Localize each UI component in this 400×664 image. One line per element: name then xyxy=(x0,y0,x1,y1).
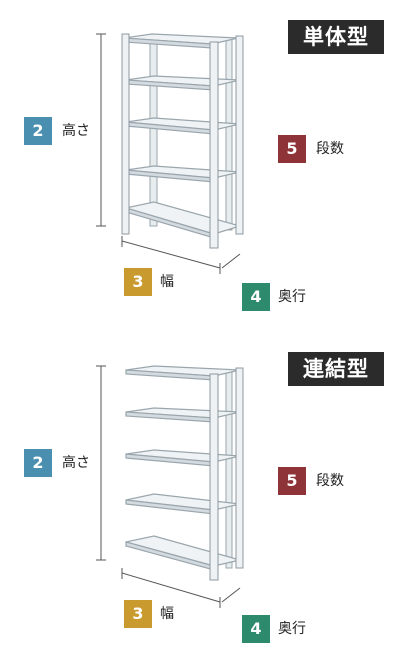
single-unit-panel: 単体型 2 高さ 5 段数 3 幅 4 奥行 xyxy=(24,20,384,311)
width-badge: 3 xyxy=(124,600,152,628)
depth-label: 奥行 xyxy=(278,289,306,305)
depth-badge: 4 xyxy=(242,615,270,643)
height-label: 高さ xyxy=(62,123,90,139)
width-badge: 3 xyxy=(124,268,152,296)
shelf-levels xyxy=(125,365,241,571)
levels-label: 段数 xyxy=(316,141,344,157)
height-label: 高さ xyxy=(62,455,90,471)
depth-badge: 4 xyxy=(242,283,270,311)
width-dimension-line xyxy=(121,572,221,603)
levels-badge: 5 xyxy=(278,135,306,163)
depth-dimension-line xyxy=(221,587,241,603)
height-badge: 2 xyxy=(24,449,52,477)
width-dimension-line xyxy=(121,240,221,269)
single-shelf-illustration xyxy=(96,33,244,274)
single-type-title: 単体型 xyxy=(288,20,384,54)
depth-label: 奥行 xyxy=(278,621,306,637)
levels-badge: 5 xyxy=(278,467,306,495)
shelf-levels xyxy=(123,33,243,239)
linked-unit-panel: 連結型 2 高さ 5 段数 3 幅 4 奥行 xyxy=(0,332,400,664)
linked-type-title: 連結型 xyxy=(288,352,384,386)
linked-shelf-illustration xyxy=(96,365,244,608)
width-label: 幅 xyxy=(160,606,174,622)
depth-dimension-line xyxy=(221,253,241,269)
width-label: 幅 xyxy=(160,274,174,290)
height-badge: 2 xyxy=(24,117,52,145)
levels-label: 段数 xyxy=(316,473,344,489)
